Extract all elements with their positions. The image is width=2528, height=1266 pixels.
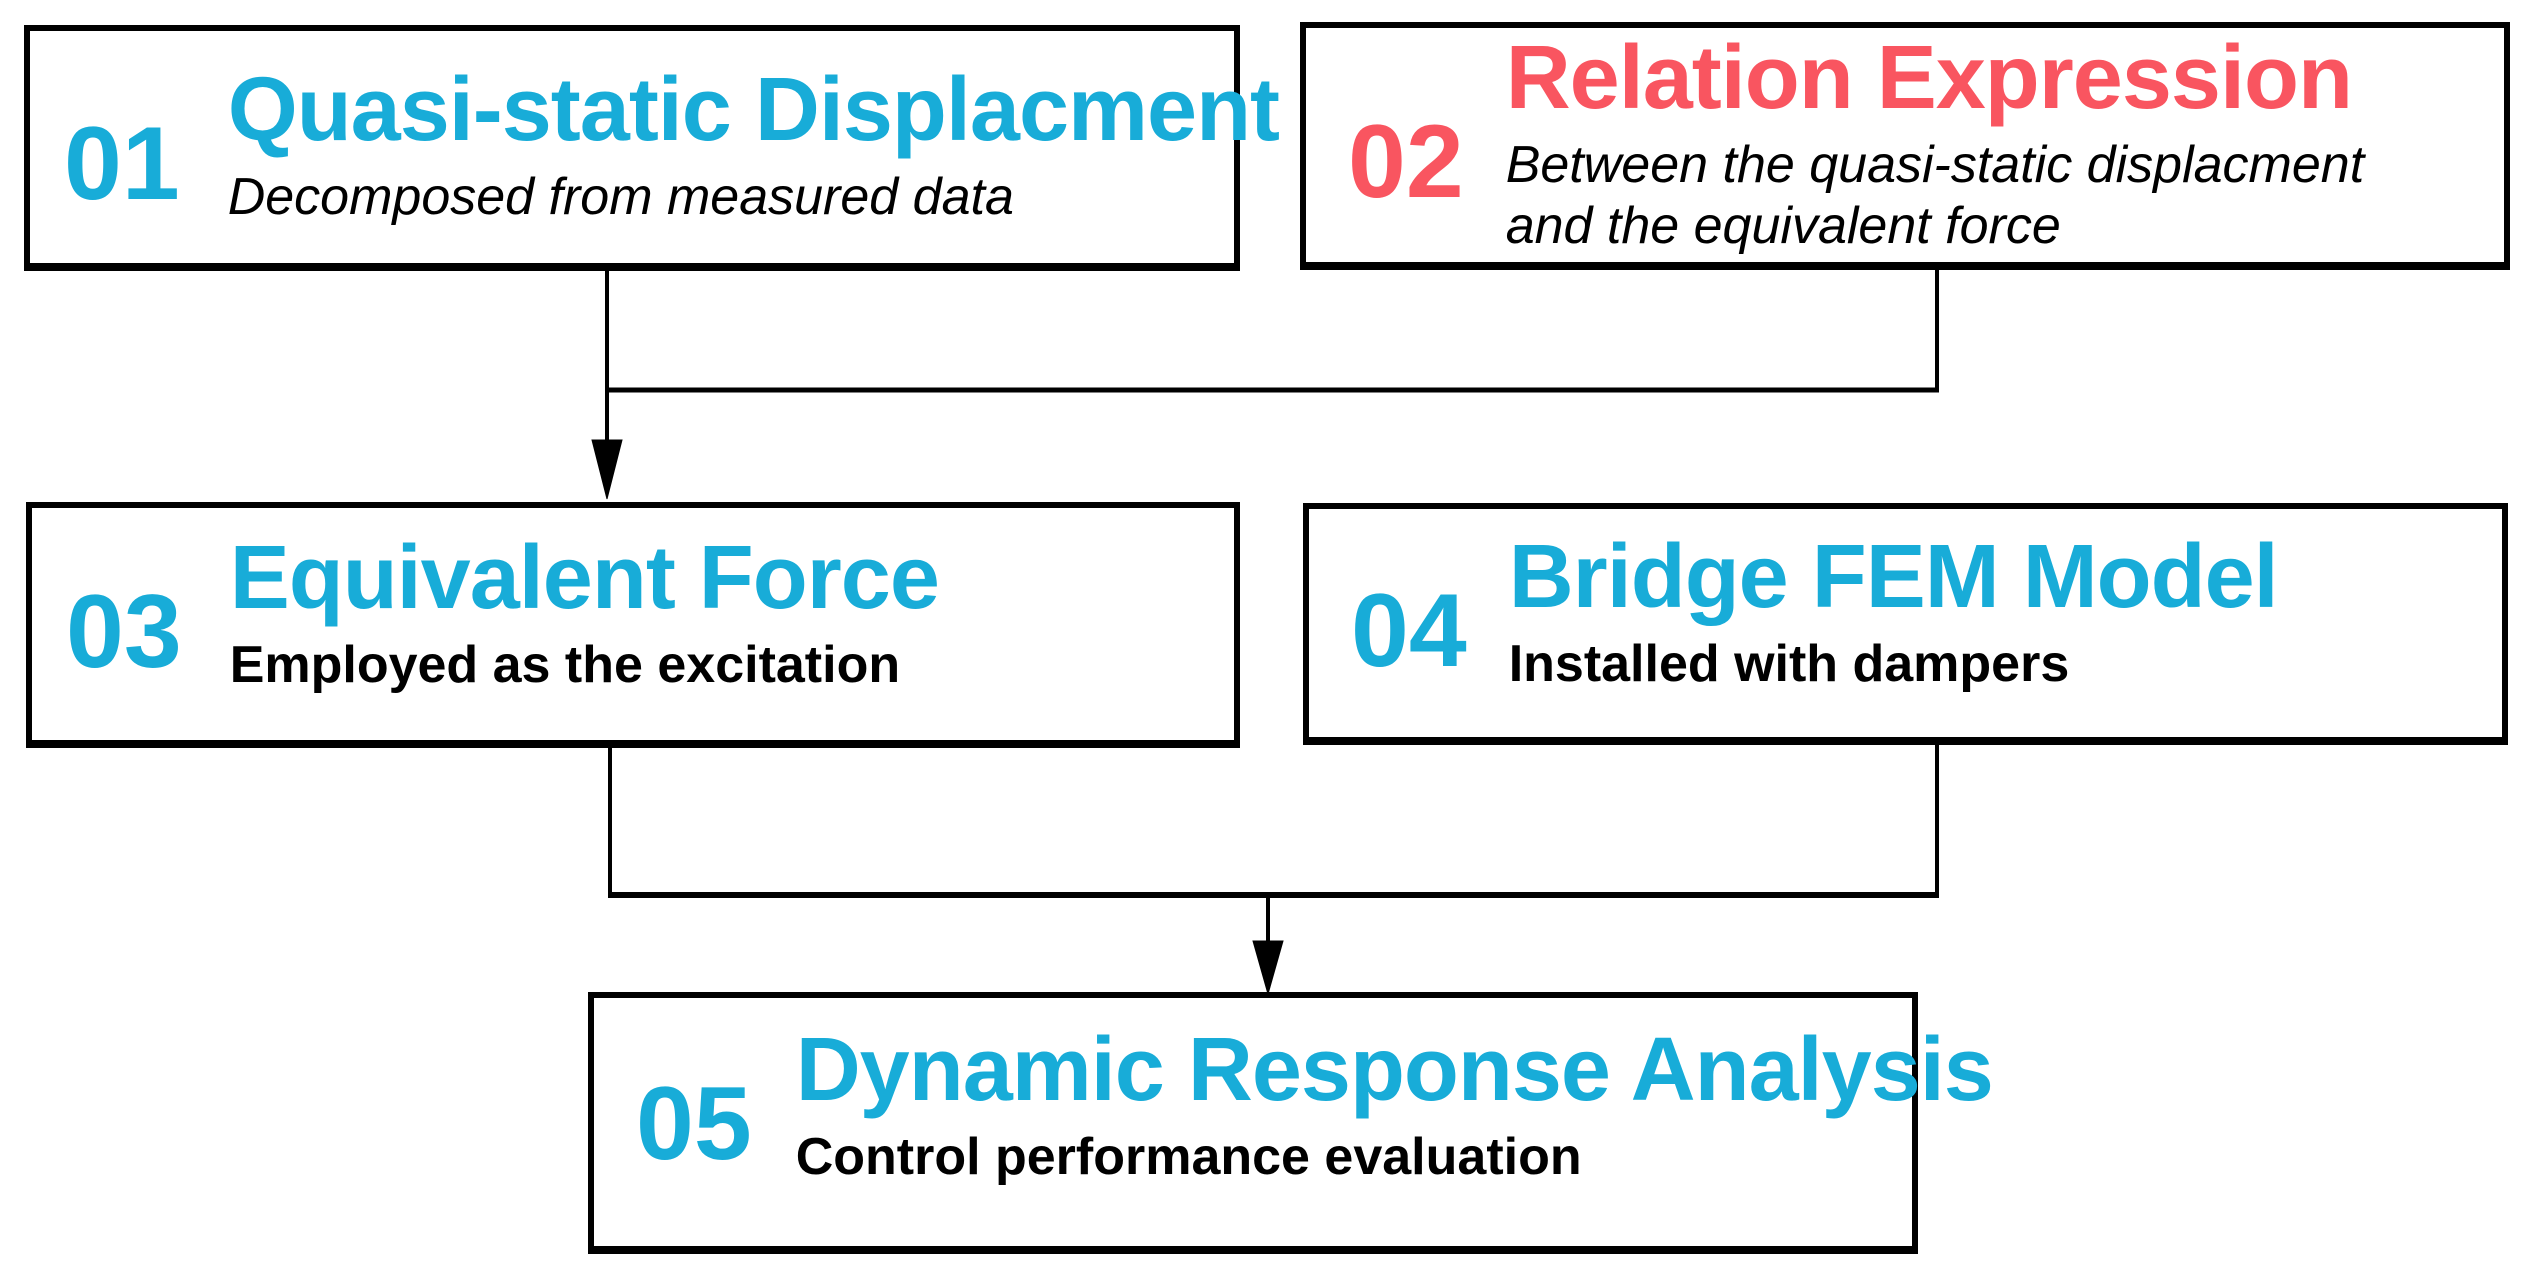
step-title: Quasi-static Displacment [227,60,1280,161]
step-box-03: 03 Equivalent Force Employed as the exci… [26,502,1240,748]
step-subtitle: Employed as the excitation [229,636,901,695]
step-text: Equivalent Force Employed as the excitat… [229,528,940,696]
step-text: Dynamic Response Analysis Control perfor… [795,1020,1994,1188]
step-subtitle: Installed with dampers [1508,635,2070,694]
step-subtitle: Control performance evaluation [795,1128,1582,1187]
step-box-01: 01 Quasi-static Displacment Decomposed f… [24,25,1280,271]
step-box-02: 02 Relation Expression Between the quasi… [1300,22,2510,270]
step-text: Bridge FEM Model Installed with dampers [1508,527,2279,695]
step-number: 04 [1351,573,1467,689]
step-number: 03 [66,574,182,690]
step-number: 05 [636,1066,752,1182]
step-box-05: 05 Dynamic Response Analysis Control per… [588,992,1994,1254]
step-number: 02 [1348,104,1464,220]
step-title: Equivalent Force [229,528,940,629]
step-title: Dynamic Response Analysis [795,1020,1994,1121]
step-text: Relation Expression Between the quasi-st… [1505,27,2365,258]
arrowhead-into-03 [591,439,623,500]
arrowhead-into-05 [1252,940,1284,996]
step-title: Bridge FEM Model [1508,527,2279,628]
step-subtitle: Between the quasi-static displacment and… [1505,135,2365,255]
step-box-04: 04 Bridge FEM Model Installed with dampe… [1303,503,2508,745]
step-subtitle: Decomposed from measured data [227,168,1014,227]
step-title: Relation Expression [1505,27,2353,128]
step-number: 01 [64,106,180,222]
step-text: Quasi-static Displacment Decomposed from… [227,60,1280,228]
